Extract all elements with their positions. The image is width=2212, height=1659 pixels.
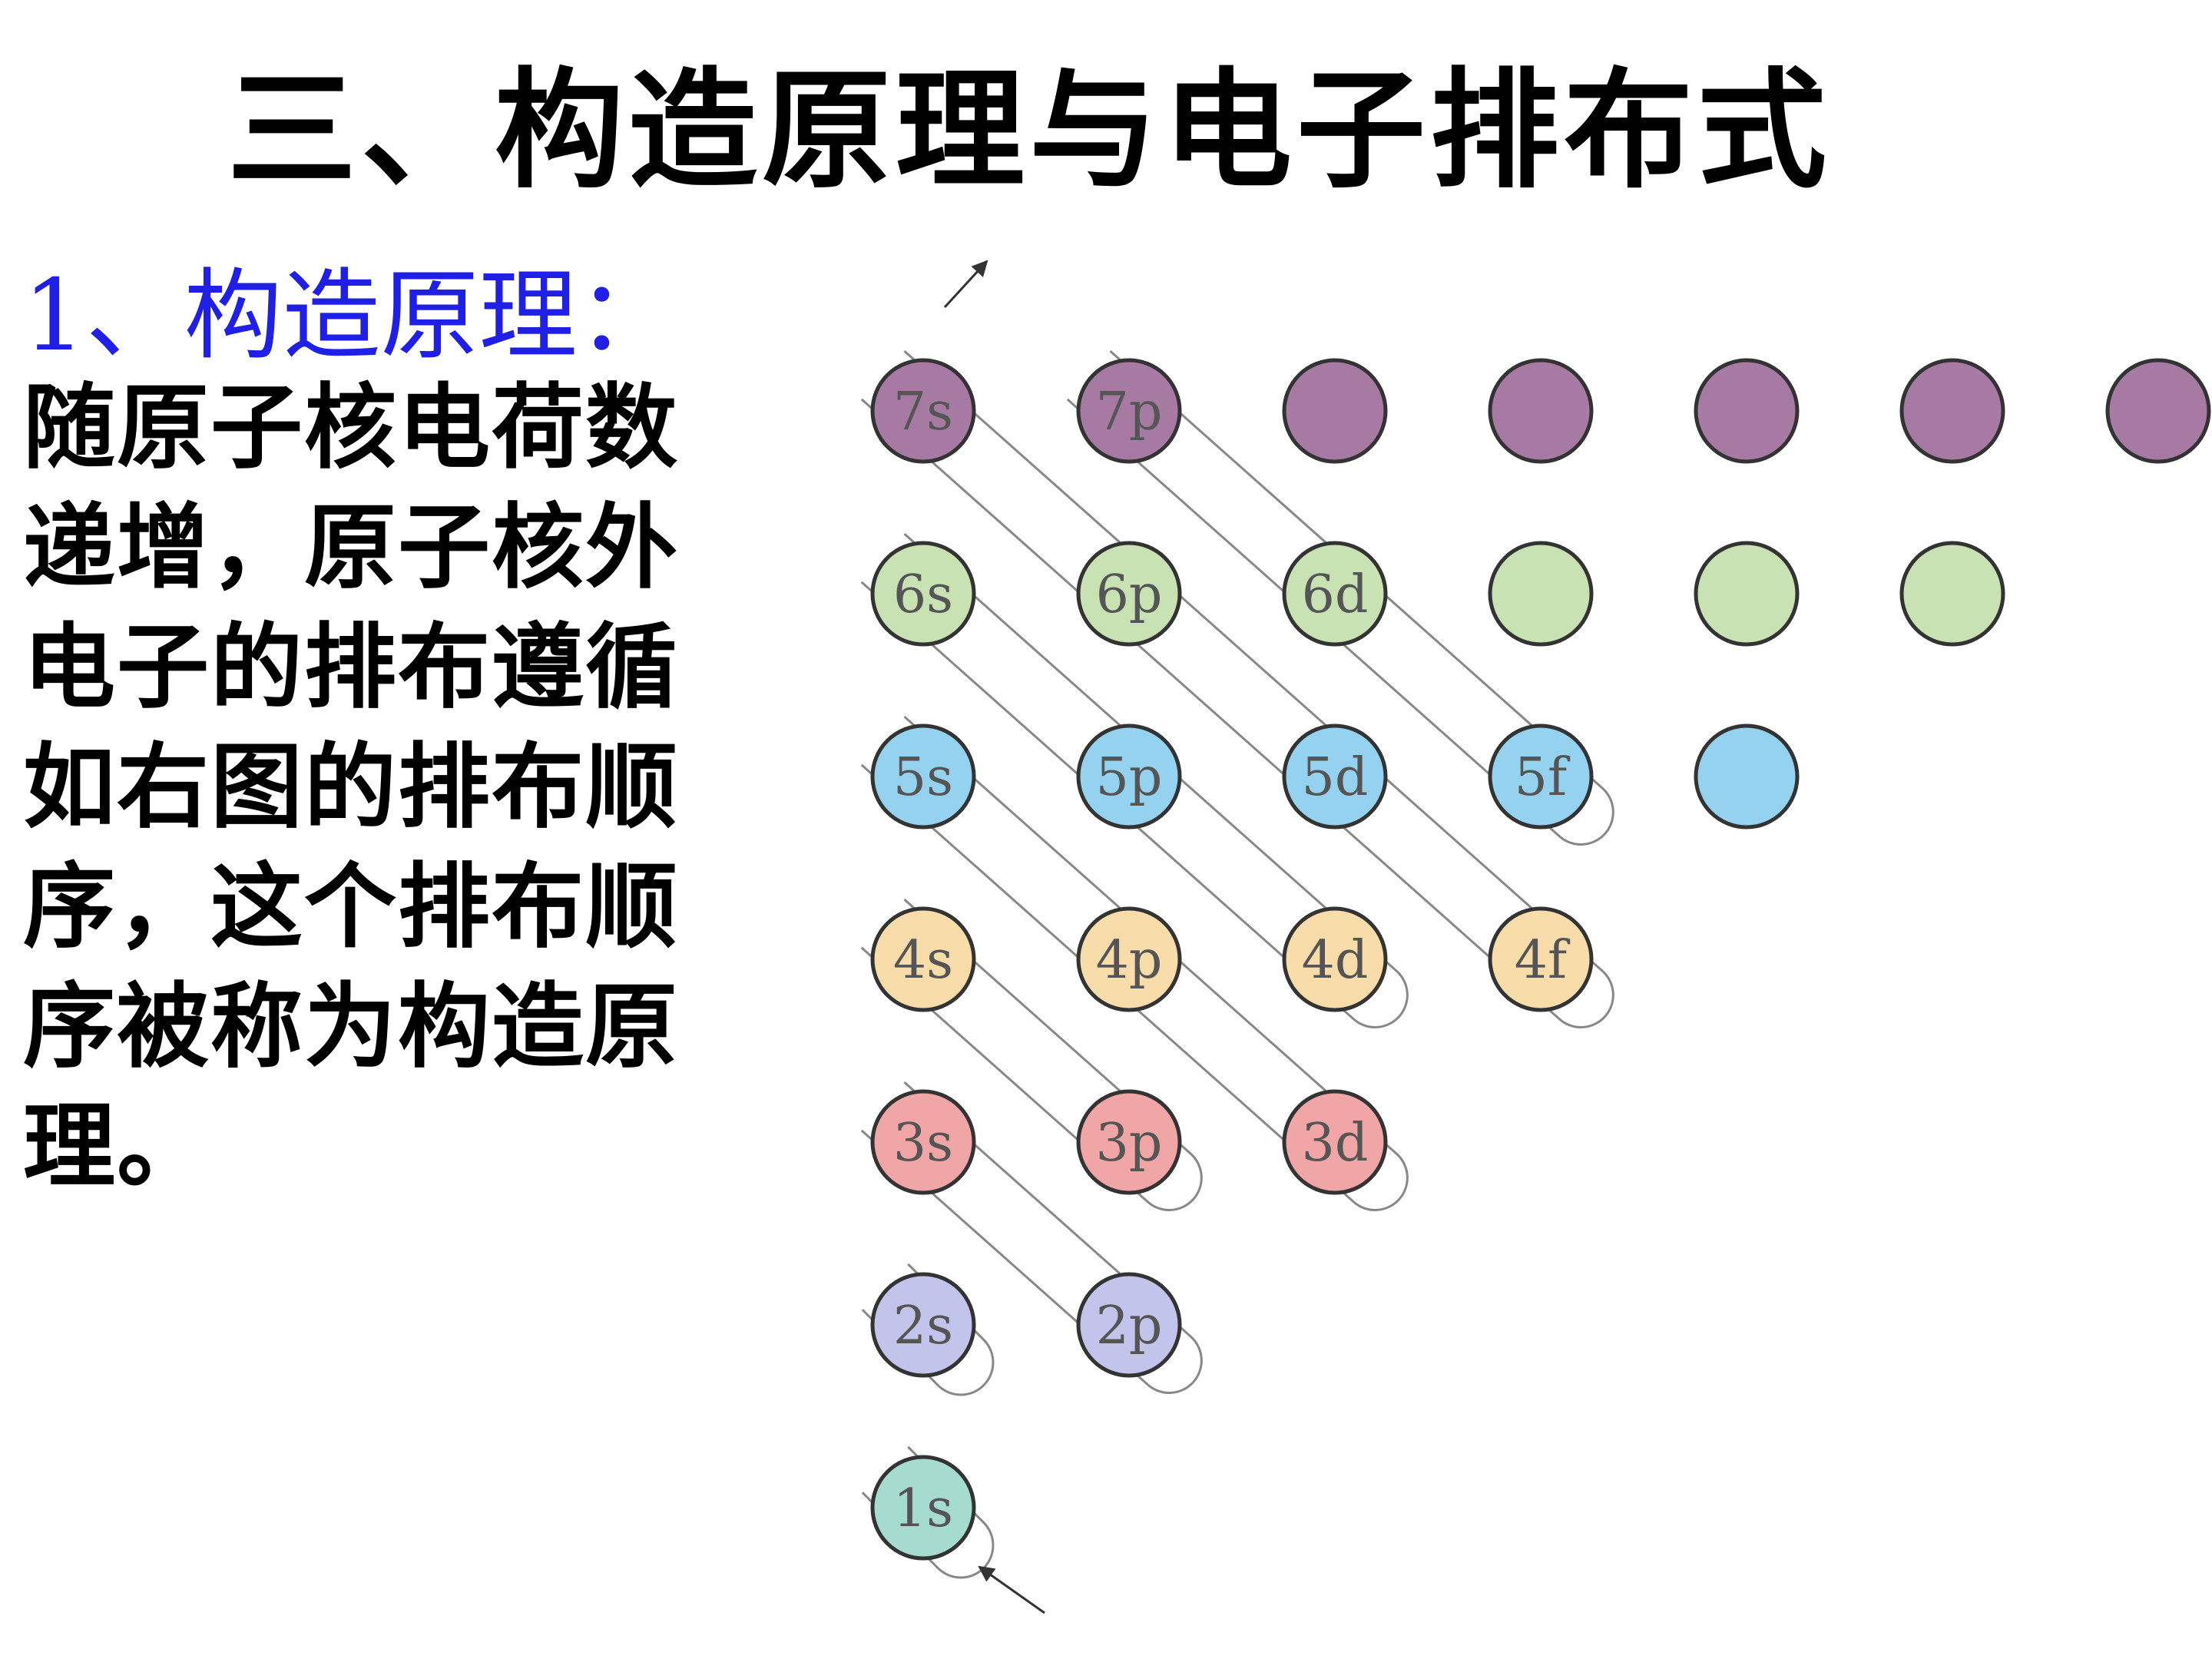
orbital-label: 5p (1096, 747, 1163, 808)
orbital-label: 4f (1515, 930, 1571, 991)
orbital-circle (1076, 358, 1182, 464)
aufbau-diagram: 7s 7p 6s 6p 6d 5s 5p 5d 5f 4s 4p 4d 4f 3s 3p 3d 2s 2p 1s (860, 260, 2211, 1614)
orbital-label: 2s (893, 1296, 953, 1356)
orbital-label: 5f (1515, 747, 1571, 808)
orbital-circle (1488, 906, 1594, 1012)
orbital-circle (870, 1089, 976, 1195)
orbital-label: 4p (1096, 930, 1163, 991)
path-segment (860, 715, 1409, 1211)
orbital-label: 3d (1302, 1113, 1369, 1174)
filling-order-path (860, 349, 1614, 1579)
orbital-circle (1694, 358, 1800, 464)
orbital-circle (1076, 906, 1182, 1012)
orbital-circle (1282, 358, 1388, 464)
orbital-circle (1899, 358, 2005, 464)
orbital-circle (870, 1455, 976, 1561)
orbital-circle (870, 358, 976, 464)
orbital-circle (1282, 1089, 1388, 1195)
orbital-circle (1282, 541, 1388, 647)
orbital-label: 4d (1302, 930, 1369, 991)
orbital-circle (1488, 358, 1594, 464)
orbital-circle (1694, 724, 1800, 830)
orbital-label: 6p (1096, 565, 1163, 625)
orbital-label: 5s (893, 747, 953, 808)
orbital-circle (1076, 541, 1182, 647)
orbital-circle (1076, 1089, 1182, 1195)
path-segment (860, 898, 1203, 1211)
orbital-circle (1282, 724, 1388, 830)
path-segment (860, 349, 1614, 1028)
orbital-label: 2p (1096, 1296, 1163, 1356)
orbital-label: 5d (1302, 747, 1369, 808)
path-segment (1066, 349, 1614, 846)
orbital-label: 7p (1096, 382, 1163, 442)
body-text: 随原子核电荷数递增，原子核外电子的排布遵循如右图的排布顺序，这个排布顺序被称为构… (23, 375, 679, 1200)
slide-title: 三、构造原理与电子排布式 (227, 55, 1831, 206)
orbital-circle (1488, 541, 1594, 647)
orbital-label: 7s (893, 382, 953, 442)
orbital-circle (1076, 1272, 1182, 1378)
orbital-label: 3s (893, 1113, 953, 1174)
orbital-circle (870, 541, 976, 647)
orbital-grid: 7s 7p 6s 6p 6d 5s 5p 5d 5f 4s 4p 4d 4f 3s 3p 3d 2s 2p 1s (870, 358, 2211, 1561)
path-segment (860, 1081, 1203, 1394)
orbital-circle (1899, 541, 2005, 647)
orbital-label: 1s (893, 1479, 953, 1539)
path-segment (860, 532, 1409, 1028)
orbital-label: 3p (1096, 1113, 1163, 1174)
direction-arrows (943, 260, 1045, 1614)
orbital-circle (870, 906, 976, 1012)
orbital-label: 4s (893, 930, 953, 991)
orbital-circle (1488, 724, 1594, 830)
orbital-circle (870, 1272, 976, 1378)
orbital-circle (1076, 724, 1182, 830)
orbital-circle (1694, 541, 1800, 647)
orbital-circle (2105, 358, 2211, 464)
orbital-circle (870, 724, 976, 830)
orbital-label: 6d (1302, 565, 1369, 625)
section-heading: 1、构造原理： (23, 259, 676, 373)
exit-arrow (943, 260, 988, 309)
orbital-label: 6s (893, 565, 953, 625)
path-segment (861, 1263, 995, 1396)
orbital-circle (1282, 906, 1388, 1012)
entry-arrow (978, 1565, 1045, 1614)
